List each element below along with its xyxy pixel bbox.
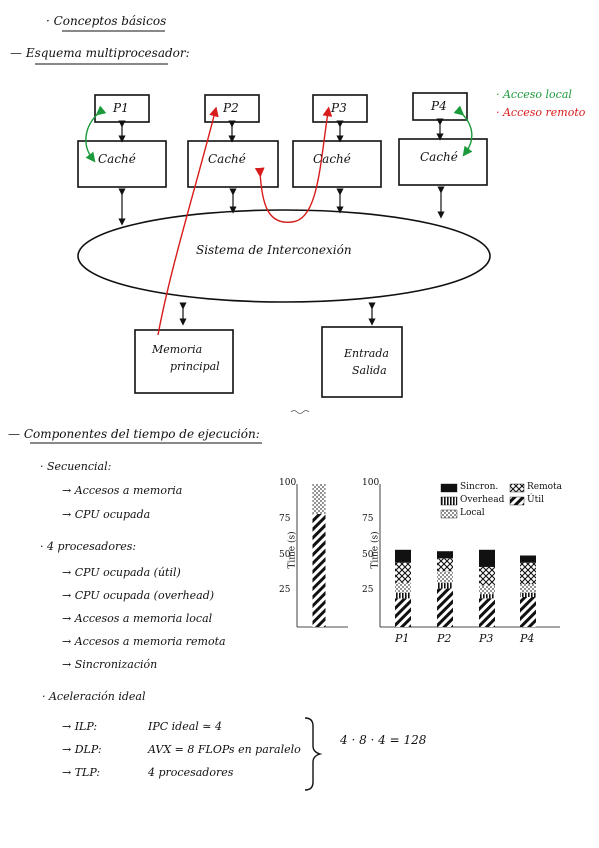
legend-swatch-util [509, 496, 525, 506]
legend-remote-access: · Acceso remoto [496, 106, 586, 119]
chart2-ytick-75: 75 [362, 513, 374, 524]
io-box [321, 326, 403, 398]
chart2-category-p1: P1 [395, 632, 410, 645]
chart1-bar-seq-local [312, 484, 326, 515]
interconnect-ellipse [77, 209, 491, 303]
chart1-ytick-50: 50 [279, 549, 291, 560]
chart-sequential [296, 484, 348, 628]
processor-label-p4: P4 [431, 99, 447, 113]
parallel-item-2: → CPU ocupada (overhead) [62, 589, 215, 602]
legend-swatch-sincron [440, 483, 458, 493]
chart2-ytick-100: 100 [362, 478, 380, 488]
cache-label-1: Caché [98, 152, 136, 166]
chart-parallel [379, 484, 560, 628]
chart2-bar-p4-local [520, 584, 536, 593]
speedup-text-tlp: 4 procesadores [148, 766, 234, 779]
parallel-item-3: → Accesos a memoria local [62, 612, 213, 625]
remote-access-path-caches [254, 106, 333, 223]
legend-label-util: Útil [527, 495, 544, 505]
memory-box [134, 329, 234, 394]
local-access-path-p1 [85, 105, 107, 163]
chart2-bar-p1-remota [395, 562, 411, 583]
legend-swatch-overhead [440, 496, 458, 506]
chart2-bar-p3-remota [479, 566, 495, 586]
legend-label-remota: Remota [527, 482, 563, 492]
chart2-category-p4: P4 [520, 632, 535, 645]
chart2-bar-p2-local [437, 571, 453, 583]
speedup-result: 4 · 8 · 4 = 128 [340, 733, 427, 747]
chart2-bar-p2-remota [437, 558, 453, 572]
io-label-line2: Salida [352, 364, 387, 377]
io-label-line1: Entrada [344, 347, 389, 360]
parallel-title: · 4 procesadores: [40, 540, 137, 553]
chart2-bar-p2-overhead [437, 582, 453, 589]
legend-swatch-local [440, 509, 458, 519]
legend-label-overhead: Overhead [460, 495, 505, 505]
scheme-title: — Esquema multiprocesador: [10, 46, 190, 60]
cache-label-2: Caché [208, 152, 246, 166]
sequential-title: · Secuencial: [40, 460, 112, 473]
chart2-category-p2: P2 [437, 632, 452, 645]
chart1-bar-seq-til [312, 514, 326, 627]
legend-local-access: · Acceso local [496, 88, 572, 101]
sequential-item-2: → CPU ocupada [62, 508, 151, 521]
memory-label-line2: principal [170, 360, 220, 373]
parallel-item-4: → Accesos a memoria remota [62, 635, 226, 648]
local-access-path-p4 [453, 105, 473, 157]
legend-label-sincron: Sincron. [460, 482, 499, 492]
section-heading: · Conceptos básicos [46, 14, 167, 28]
chart2-bar-p1-til [395, 598, 411, 627]
chart2-bar-p2-sincron [437, 551, 453, 559]
chart2-bar-p3-sincron [479, 549, 495, 567]
speedup-label-tlp: → TLP: [62, 766, 101, 779]
legend-swatch-remota [509, 483, 525, 493]
chart2-bar-p2-til [437, 588, 453, 627]
chart2-bar-p3-til [479, 598, 495, 627]
parallel-item-5: → Sincronización [62, 658, 158, 671]
speedup-title: · Aceleración ideal [42, 690, 146, 703]
chart2-bar-p3-overhead [479, 594, 495, 599]
chart2-bar-p4-sincron [520, 555, 536, 563]
processor-label-p2: P2 [223, 101, 239, 115]
brace [304, 717, 323, 791]
legend-label-local: Local [460, 508, 485, 518]
chart2-ytick-50: 50 [362, 549, 374, 560]
sequential-item-1: → Accesos a memoria [62, 484, 183, 497]
chart1-ytick-100: 100 [279, 478, 297, 488]
speedup-label-dlp: → DLP: [62, 743, 102, 756]
chart2-bar-p1-sincron [395, 549, 411, 563]
remote-access-path-memory [157, 106, 219, 336]
chart1-ytick-25: 25 [279, 585, 291, 596]
chart2-bar-p1-local [395, 582, 411, 593]
chart1-ytick-75: 75 [279, 513, 291, 524]
speedup-text-dlp: AVX = 8 FLOPs en paralelo [148, 743, 301, 756]
speedup-text-ilp: IPC ideal ≃ 4 [148, 720, 223, 733]
chart2-bar-p4-overhead [520, 592, 536, 597]
speedup-label-ilp: → ILP: [62, 720, 98, 733]
chart2-category-p3: P3 [479, 632, 494, 645]
chart2-bar-p1-overhead [395, 592, 411, 599]
chart2-bar-p3-local [479, 585, 495, 595]
parallel-item-1: → CPU ocupada (útil) [62, 566, 181, 579]
memory-label-line1: Memoria [152, 343, 203, 356]
interconnect-label: Sistema de Interconexión [196, 243, 352, 257]
chart2-bar-p4-remota [520, 562, 536, 585]
chart2-bar-p4-til [520, 596, 536, 627]
chart2-ytick-25: 25 [362, 585, 374, 596]
section2-title: — Componentes del tiempo de ejecución: [8, 427, 260, 441]
processor-label-p3: P3 [331, 101, 347, 115]
cache-label-3: Caché [313, 152, 351, 166]
cache-label-4: Caché [420, 150, 458, 164]
processor-label-p1: P1 [113, 101, 129, 115]
